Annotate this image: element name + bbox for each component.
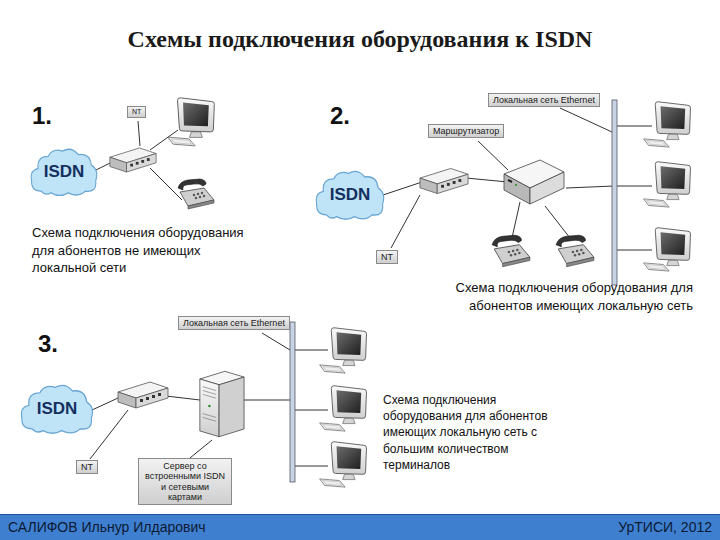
nt-device xyxy=(110,148,156,172)
isdn-cloud: ISDN xyxy=(313,168,387,222)
ethernet-bus xyxy=(612,100,617,285)
scheme-number: 1. xyxy=(32,100,52,132)
keyboard xyxy=(644,139,670,147)
phone xyxy=(178,179,214,209)
keyboard xyxy=(320,365,346,373)
scheme-description: Схема подключения оборудования для абоне… xyxy=(383,392,548,473)
callout-box: NT xyxy=(127,106,146,118)
scheme-1-wires xyxy=(92,121,182,200)
isdn-cloud: ISDN xyxy=(18,382,96,436)
scheme-2-wires xyxy=(380,108,652,250)
callout-text: Локальная сеть Ethernet xyxy=(493,95,595,105)
callout-box: Локальная сеть Ethernet xyxy=(178,316,290,330)
callout-box: Локальная сеть Ethernet xyxy=(488,93,600,107)
monitor xyxy=(655,102,690,140)
router xyxy=(504,160,564,204)
phone xyxy=(556,235,594,267)
callout-text: Маршрутизатор xyxy=(433,126,499,136)
phone xyxy=(492,235,530,267)
callout-box: NT xyxy=(76,460,98,474)
keyboard xyxy=(320,479,346,487)
cloud-label: ISDN xyxy=(44,162,85,182)
scheme-number: 3. xyxy=(38,328,58,360)
callout-text: Сервер со встроенными ISDN и сетевыми ка… xyxy=(143,461,227,502)
cloud-shape xyxy=(316,171,383,219)
callout-text: NT xyxy=(381,252,393,262)
isdn-cloud: ISDN xyxy=(28,146,100,198)
cloud-label: ISDN xyxy=(37,399,78,419)
callout-box: NT xyxy=(376,250,398,264)
scheme-description: Схема подключения оборудования для абоне… xyxy=(430,279,693,314)
keyboard xyxy=(320,423,346,431)
ethernet-bus xyxy=(290,322,295,482)
server xyxy=(200,371,244,436)
cloud-shape xyxy=(31,149,97,195)
monitor xyxy=(655,162,690,200)
callout-box: Маршрутизатор xyxy=(428,124,504,138)
scheme-number: 2. xyxy=(330,100,350,132)
monitor xyxy=(178,98,215,138)
monitor xyxy=(655,228,690,266)
page-title: Схемы подключения оборудования к ISDN xyxy=(0,26,720,53)
cloud-shape xyxy=(21,385,92,433)
scheme-description: Схема подключения оборудования для абоне… xyxy=(32,224,264,277)
cloud-label: ISDN xyxy=(330,185,371,205)
callout-text: Локальная сеть Ethernet xyxy=(183,318,285,328)
callout-text: NT xyxy=(132,108,141,116)
callout-text: NT xyxy=(81,462,93,472)
monitor xyxy=(331,386,366,424)
monitor xyxy=(331,328,366,366)
footer-text: УрТИСИ, 2012 xyxy=(520,518,712,537)
monitor xyxy=(331,442,366,480)
nt-device xyxy=(420,168,468,193)
keyboard xyxy=(168,137,195,146)
keyboard xyxy=(644,199,670,207)
keyboard xyxy=(644,263,670,271)
nt-device xyxy=(118,382,168,408)
footer-text: САЛИФОВ Ильнур Илдарович xyxy=(8,518,206,537)
callout-box: Сервер со встроенными ISDN и сетевыми ка… xyxy=(138,458,232,505)
